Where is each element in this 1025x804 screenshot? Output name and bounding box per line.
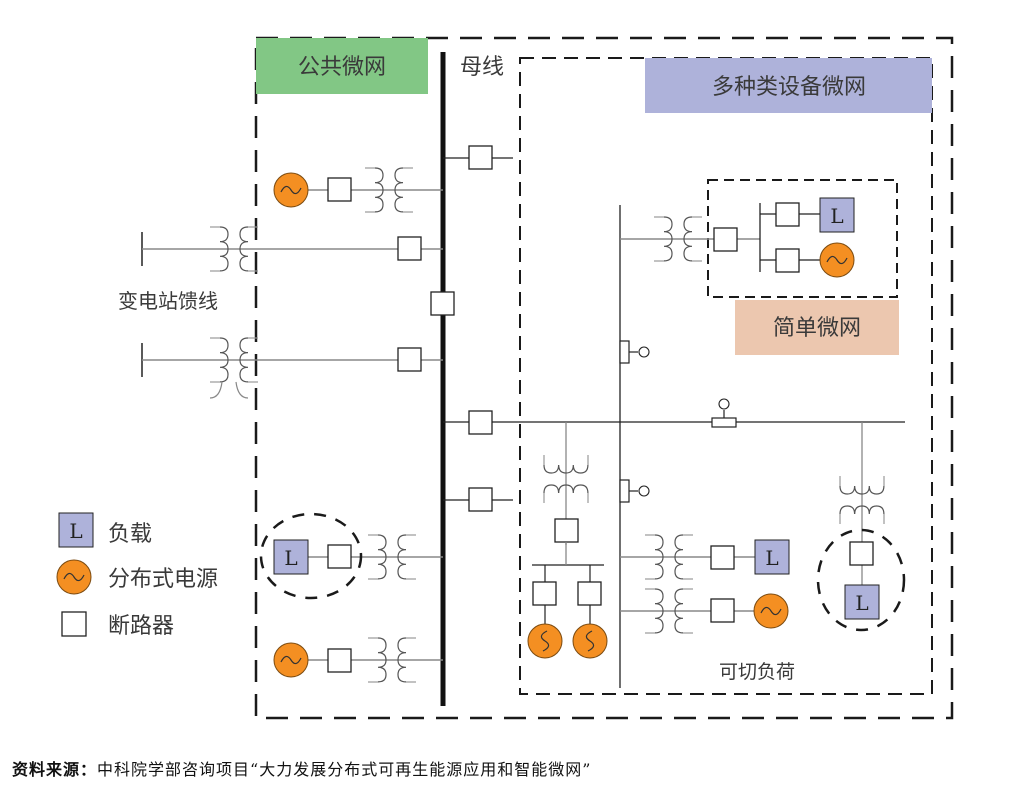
simple-microgrid-label-box xyxy=(735,300,899,355)
generator-icon xyxy=(273,642,309,678)
substation-feeder-label: 变电站馈线 xyxy=(118,289,218,313)
legend-label: 分布式电源 xyxy=(108,567,218,592)
legend-load-icon xyxy=(58,512,94,548)
switch-icon xyxy=(711,417,737,428)
legend-breaker-icon xyxy=(61,611,87,637)
breaker xyxy=(327,177,352,202)
load-letter: L xyxy=(69,519,82,543)
generator-icon xyxy=(572,623,608,659)
breaker xyxy=(532,581,557,606)
breaker xyxy=(327,544,352,569)
breaker xyxy=(397,236,422,261)
load-icon xyxy=(273,539,309,575)
legend-generator-icon xyxy=(56,559,92,595)
breaker xyxy=(710,545,735,570)
sheddable-load-label: 可切负荷 xyxy=(719,661,795,683)
load-icon xyxy=(844,584,880,620)
multi-device-label-box xyxy=(645,58,932,113)
generator-icon xyxy=(527,623,563,659)
source-text: 中科院学部咨询项目“大力发展分布式可再生能源应用和智能微网” xyxy=(97,760,592,779)
generator-icon xyxy=(273,172,309,208)
load-letter: L xyxy=(855,591,868,615)
breaker xyxy=(327,648,352,673)
breaker xyxy=(468,487,493,512)
breaker xyxy=(849,541,874,566)
source-prefix: 资料来源： xyxy=(12,760,98,779)
generator-icon xyxy=(753,593,789,629)
sheddable-load-boundary xyxy=(816,528,906,632)
breaker xyxy=(713,227,738,252)
switch-icon xyxy=(619,340,630,364)
public-microgrid-boundary xyxy=(254,36,954,720)
legend-label: 负载 xyxy=(108,522,152,547)
breaker xyxy=(775,202,800,227)
breaker xyxy=(577,581,602,606)
sheddable-load-boundary xyxy=(259,512,363,600)
generator-icon xyxy=(819,242,855,278)
load-letter: L xyxy=(765,546,778,570)
simple-microgrid-label: 简单微网 xyxy=(773,316,861,341)
load-letter: L xyxy=(830,204,843,228)
breaker xyxy=(554,518,579,543)
bus-tie-breaker xyxy=(430,291,455,316)
public-microgrid-label-box xyxy=(256,38,428,94)
breaker xyxy=(468,410,493,435)
load-letter: L xyxy=(284,546,297,570)
breaker xyxy=(710,598,735,623)
legend-label: 断路器 xyxy=(108,614,174,639)
switch-icon xyxy=(619,479,630,503)
multi-device-microgrid-label: 多种类设备微网 xyxy=(712,75,866,100)
breaker xyxy=(397,347,422,372)
load-icon xyxy=(819,197,855,233)
breaker xyxy=(775,248,800,273)
source-note: 资料来源：中科院学部咨询项目“大力发展分布式可再生能源应用和智能微网” xyxy=(12,756,591,780)
breaker xyxy=(468,145,493,170)
legend: L 负载 分布式电源 断路器 xyxy=(56,512,218,639)
public-microgrid-label: 公共微网 xyxy=(298,55,386,80)
bus-label: 母线 xyxy=(460,55,504,80)
load-icon xyxy=(754,539,790,575)
